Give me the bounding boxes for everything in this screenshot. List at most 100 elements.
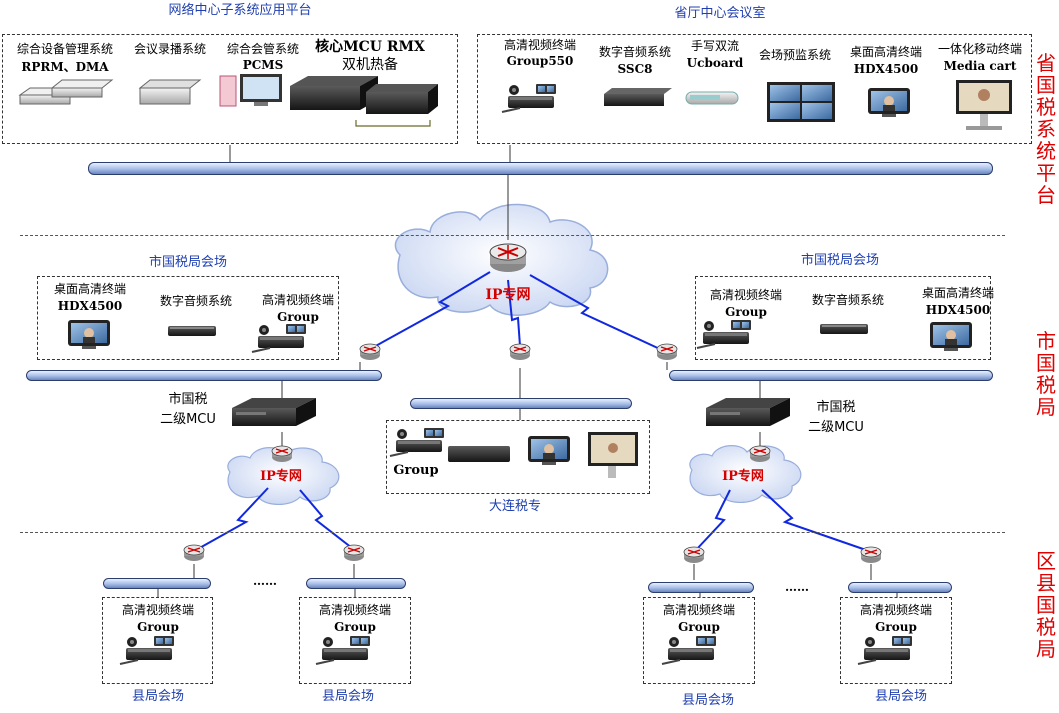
province-backbone-bus xyxy=(88,162,993,175)
city-left-venue-title: 市国税局会场 xyxy=(148,255,227,270)
city-right-venue-box xyxy=(695,276,991,360)
county-1-terminal-model: Group xyxy=(137,620,179,634)
mediacart-label: 一体化移动终端 xyxy=(937,42,1022,56)
ucboard-pen-icon xyxy=(685,91,739,105)
dalian-media-cart-icon xyxy=(588,432,638,478)
county-venue-label-3: 县局会场 xyxy=(681,693,734,708)
ssc8-audio-icon xyxy=(604,88,672,106)
ellipsis-left: …… xyxy=(253,574,277,588)
county-2-terminal-label: 高清视频终端 xyxy=(318,603,391,617)
router-icon xyxy=(749,445,771,463)
router-icon xyxy=(509,343,531,361)
preview-label: 会场预监系统 xyxy=(758,48,831,62)
ucboard-label: 手写双流 xyxy=(690,39,739,53)
cloud-right xyxy=(689,445,802,503)
city-left-mcu-line1: 市国税 xyxy=(168,392,208,407)
city-left-hdx-model: HDX4500 xyxy=(57,299,123,313)
ellipsis-right: …… xyxy=(785,580,809,594)
rprm-label: 综合设备管理系统 xyxy=(16,42,113,56)
ucboard-model: Ucboard xyxy=(686,56,744,70)
ssc8-label: 数字音频系统 xyxy=(598,45,671,59)
city-right-hdx-label: 桌面高清终端 xyxy=(921,286,994,300)
county-4-terminal-model: Group xyxy=(875,620,917,634)
zone-label-county: 区县国税局 xyxy=(1036,549,1056,661)
city-left-hdx-label: 桌面高清终端 xyxy=(53,282,126,296)
core-mcu-hotstandby: 双机热备 xyxy=(342,57,398,73)
county-box-4 xyxy=(840,597,952,684)
county-bus-2 xyxy=(306,578,406,589)
province-hall-title: 省厅中心会议室 xyxy=(674,6,766,21)
county-box-1 xyxy=(102,597,213,684)
network-center-box xyxy=(2,34,458,144)
group550-label: 高清视频终端 xyxy=(503,38,576,52)
dalian-group-label: Group xyxy=(393,463,439,478)
city-left-bus xyxy=(26,370,382,381)
province-hall-box xyxy=(477,34,1032,144)
city-right-hdx-model: HDX4500 xyxy=(925,303,991,317)
dalian-audio-icon xyxy=(448,446,510,462)
router-icon xyxy=(683,546,705,564)
city-right-mcu-line2: 二级MCU xyxy=(808,420,864,435)
group550-model: Group550 xyxy=(506,54,574,68)
router-icon xyxy=(271,445,293,463)
recorder-label: 会议录播系统 xyxy=(133,42,206,56)
recorder-icon xyxy=(138,79,202,105)
city-mcu-right-icon xyxy=(706,398,790,426)
county-bus-1 xyxy=(103,578,211,589)
zone-label-city: 市国税局 xyxy=(1036,329,1056,419)
city-right-mcu-line1: 市国税 xyxy=(816,400,856,415)
cloud-left-label: IP专网 xyxy=(260,469,302,484)
rprm-model: RPRM、DMA xyxy=(21,60,109,74)
cloud-main-label: IP专网 xyxy=(485,287,531,303)
wireless-links xyxy=(195,271,867,551)
rprm-server-icon xyxy=(18,79,114,105)
separator-city-county xyxy=(20,532,1005,533)
router-icon xyxy=(860,546,882,564)
county-box-2 xyxy=(299,597,411,684)
pcms-label: 综合会管系统 xyxy=(226,42,299,56)
media-cart-icon xyxy=(956,80,1012,130)
router-icon xyxy=(183,544,205,562)
router-icon xyxy=(343,544,365,562)
county-2-terminal-model: Group xyxy=(334,620,376,634)
city-left-venue-box xyxy=(37,276,339,360)
dalian-box xyxy=(386,420,650,494)
city-right-audio-label: 数字音频系统 xyxy=(811,293,884,307)
city-left-group-label: 高清视频终端 xyxy=(261,293,334,307)
mediacart-model: Media cart xyxy=(943,59,1017,73)
core-mcu-icon xyxy=(290,76,438,114)
dalian-label: 大连税专 xyxy=(488,499,541,514)
county-bus-4 xyxy=(848,582,952,593)
county-4-terminal-label: 高清视频终端 xyxy=(859,603,932,617)
city-right-group-model: Group xyxy=(725,305,767,319)
city-left-mcu-line2: 二级MCU xyxy=(160,412,216,427)
county-venue-label-4: 县局会场 xyxy=(874,689,927,704)
network-center-title: 网络中心子系统应用平台 xyxy=(168,3,312,18)
county-bus-3 xyxy=(648,582,754,593)
pcms-model: PCMS xyxy=(242,58,284,72)
county-venue-label-1: 县局会场 xyxy=(131,689,184,704)
zone-label-province: 省国税系统平台 xyxy=(1036,51,1056,207)
city-left-audio-label: 数字音频系统 xyxy=(159,294,232,308)
city-left-group-model: Group xyxy=(277,310,319,324)
dalian-bus xyxy=(410,398,632,409)
router-icon xyxy=(359,343,381,361)
county-3-terminal-model: Group xyxy=(678,620,720,634)
city-mcu-left-icon xyxy=(232,398,316,426)
ssc8-model: SSC8 xyxy=(617,62,653,76)
county-venue-label-2: 县局会场 xyxy=(321,689,374,704)
core-router-icon xyxy=(489,243,527,273)
county-3-terminal-label: 高清视频终端 xyxy=(662,603,735,617)
hdx4500-top-label: 桌面高清终端 xyxy=(849,45,922,59)
core-mcu-label: 核心MCU RMX xyxy=(315,39,425,55)
preview-monitor-icon xyxy=(767,82,835,122)
county-box-3 xyxy=(643,597,755,684)
city-right-bus xyxy=(669,370,993,381)
pcms-workstation-icon xyxy=(219,74,282,107)
router-icon xyxy=(656,343,678,361)
city-right-group-label: 高清视频终端 xyxy=(709,288,782,302)
city-right-venue-title: 市国税局会场 xyxy=(800,253,879,268)
hdx4500-top-model: HDX4500 xyxy=(853,62,919,76)
county-1-terminal-label: 高清视频终端 xyxy=(121,603,194,617)
